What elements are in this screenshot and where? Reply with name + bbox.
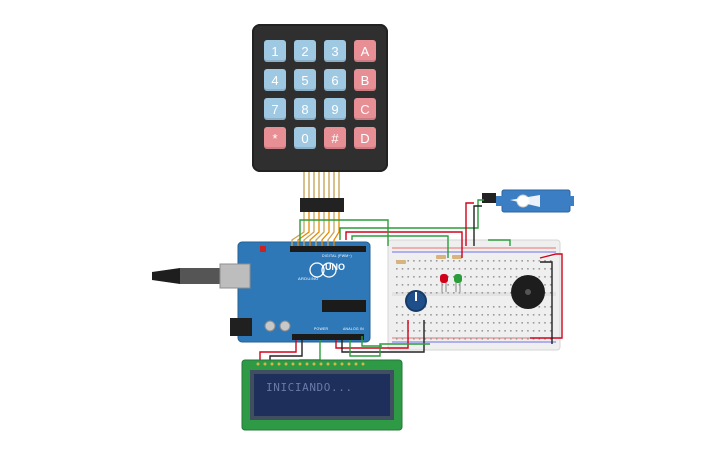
digital-header <box>290 246 366 252</box>
keypad-key[interactable]: A <box>354 40 376 62</box>
keypad-key[interactable]: * <box>264 127 286 149</box>
led-green[interactable] <box>454 274 462 292</box>
wires <box>259 199 563 362</box>
analog-header-label: ANALOG IN <box>343 327 364 331</box>
usb-cable <box>180 268 224 284</box>
keypad-key[interactable]: 0 <box>294 127 316 149</box>
digital-header-label: DIGITAL (PWM~) <box>322 254 352 258</box>
servo-motor[interactable] <box>482 189 574 213</box>
keypad-key[interactable]: # <box>324 127 346 149</box>
keypad-key[interactable]: 3 <box>324 40 346 62</box>
lcd-display-text: INICIANDO... <box>266 381 353 394</box>
keypad-key[interactable]: B <box>354 69 376 91</box>
keypad-key[interactable]: C <box>354 98 376 120</box>
keypad-key[interactable]: 4 <box>264 69 286 91</box>
led-red[interactable] <box>440 274 448 292</box>
piezo-buzzer[interactable] <box>511 275 545 309</box>
power-header-label: POWER <box>314 327 329 331</box>
board-brand-label: ARDUINO <box>298 276 319 281</box>
usb-port <box>219 263 251 289</box>
microcontroller-chip <box>322 300 366 312</box>
potentiometer[interactable] <box>405 290 427 312</box>
keypad-key[interactable]: 9 <box>324 98 346 120</box>
lcd-module[interactable] <box>241 359 403 431</box>
keypad-key[interactable]: 6 <box>324 69 346 91</box>
reset-button <box>260 246 266 252</box>
resistors[interactable] <box>396 255 462 264</box>
board-model-label: UNO <box>325 262 345 272</box>
keypad-key[interactable]: 1 <box>264 40 286 62</box>
breadboard[interactable] <box>387 239 561 351</box>
keypad-ribbon <box>291 172 344 246</box>
keypad-key[interactable]: 8 <box>294 98 316 120</box>
power-analog-header <box>292 334 364 340</box>
power-jack <box>230 318 252 336</box>
keypad-key[interactable]: D <box>354 127 376 149</box>
keypad-key[interactable]: 5 <box>294 69 316 91</box>
keypad-key[interactable]: 2 <box>294 40 316 62</box>
keypad-key[interactable]: 7 <box>264 98 286 120</box>
